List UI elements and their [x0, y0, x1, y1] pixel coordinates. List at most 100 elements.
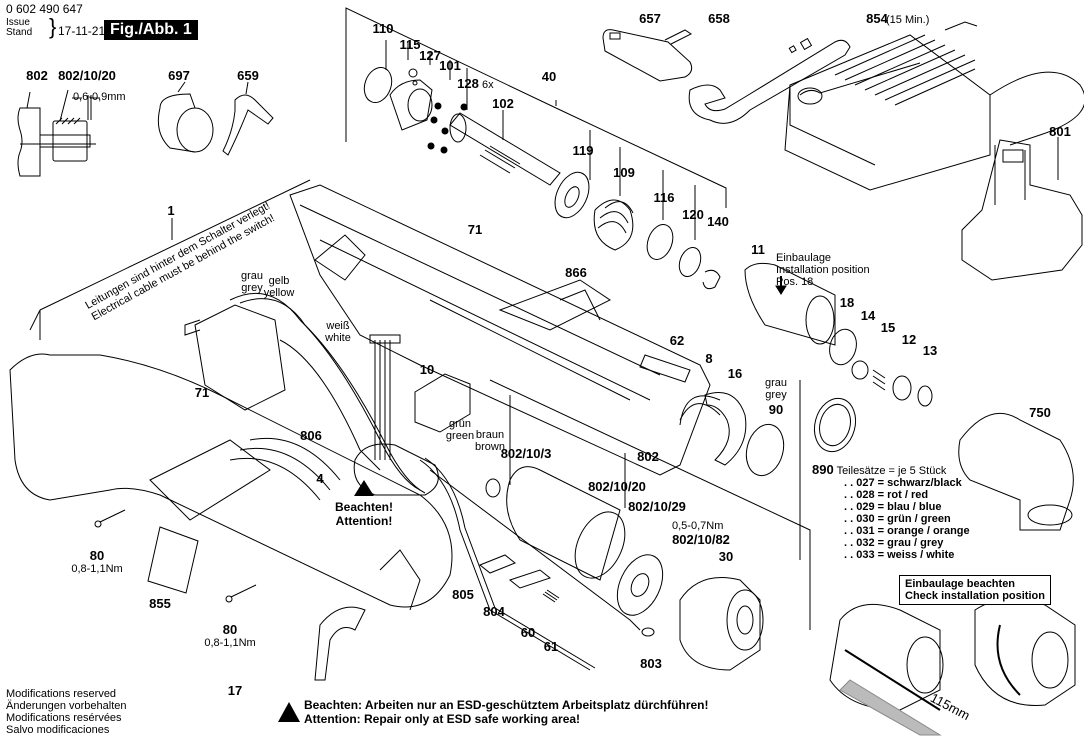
issue-date: 17-11-21 [58, 24, 106, 38]
install-note-de: Einbaulage [776, 252, 832, 264]
callout-10: 10 [419, 362, 435, 377]
kit-legend-header: 890 Teilesätze = je 5 Stück [812, 463, 970, 477]
spring-stack [554, 171, 721, 290]
callout-80-lower: 80 [222, 622, 238, 637]
wire-brown-en: brown [475, 441, 505, 453]
callout-802-10-20-motor: 802/10/20 [588, 479, 646, 494]
esd-warning: Beachten: Arbeiten nur an ESD-geschützte… [278, 698, 709, 726]
part-659-clip [222, 81, 274, 156]
part-750-elbow-cap [958, 412, 1074, 531]
callout-101: 101 [439, 58, 461, 73]
callout-115: 115 [399, 37, 421, 52]
callout-71-left: 71 [194, 385, 210, 400]
callout-80-upper: 80 [89, 548, 105, 563]
attention-en: Attention! [335, 514, 393, 528]
callout-750: 750 [1029, 405, 1051, 420]
callout-127: 127 [419, 48, 441, 63]
issue-label: Issue [6, 17, 30, 28]
kit-item: . . 033 = weiss / white [844, 549, 955, 561]
housing-half-866 [289, 184, 711, 476]
part-804-switch-block [479, 554, 516, 574]
wire-green-en: green [445, 430, 475, 442]
part-855-label [147, 526, 199, 594]
callout-102: 102 [492, 96, 514, 111]
kit-item: . . 030 = grün / green [844, 513, 951, 525]
callout-30: 30 [718, 549, 734, 564]
callout-802-10-20: 802/10/20 [58, 68, 116, 83]
kit-item: . . 027 = schwarz/black [844, 477, 962, 489]
callout-128: 128 [457, 76, 479, 91]
check-installation-en: Check installation position [905, 590, 1045, 602]
callout-802-10-29: 802/10/29 [628, 499, 686, 514]
callout-140: 140 [707, 214, 729, 229]
warning-triangle-icon [278, 702, 300, 722]
motor [485, 466, 664, 616]
callout-16: 16 [727, 366, 743, 381]
callout-1: 1 [167, 203, 175, 218]
gap-dimension: 0,6-0,9mm [73, 91, 126, 103]
part-854-charger [784, 21, 1084, 191]
modifications-line: Salvo modificaciones [6, 724, 110, 736]
attention-note: Beachten! Attention! [335, 480, 393, 528]
wire-grey-label: grau grey [241, 270, 263, 294]
modifications-notice: Modifications reserved Änderungen vorbeh… [6, 688, 126, 736]
callout-854: 854 [866, 11, 888, 26]
esd-warning-de: Beachten: Arbeiten nur an ESD-geschützte… [304, 698, 709, 712]
kit-item: . . 032 = grau / grey [844, 537, 944, 549]
wire-brown-label: braun brown [475, 429, 505, 453]
callout-802-10-82: 802/10/82 [672, 532, 730, 547]
modifications-line: Modifications reserved [6, 688, 117, 700]
install-note-en: Installation position [776, 264, 870, 276]
esd-warning-en: Attention: Repair only at ESD safe worki… [304, 712, 581, 726]
wire-yellow-label: gelb yellow [264, 275, 295, 299]
torque-80-upper: 0,8-1,1Nm [71, 563, 123, 575]
callout-60: 60 [520, 625, 536, 640]
wire-grey-de: grau [240, 270, 264, 282]
part-801-battery [961, 137, 1083, 281]
wire-green-label: grün green [446, 418, 474, 442]
part-697-cap [157, 81, 214, 153]
tool-housing-1 [9, 353, 453, 611]
callout-855: 855 [149, 596, 171, 611]
wire-yellow-en: yellow [263, 287, 295, 299]
callout-801: 801 [1049, 124, 1071, 139]
callout-71-top: 71 [467, 222, 483, 237]
callout-802: 802 [26, 68, 48, 83]
callout-866: 866 [565, 265, 587, 280]
callout-14: 14 [860, 308, 876, 323]
callout-18: 18 [839, 295, 855, 310]
callout-12: 12 [901, 332, 917, 347]
part-number: 0 602 490 647 [6, 2, 83, 16]
part-10-bracket [414, 373, 471, 433]
callout-128-qty: 6x [482, 79, 494, 91]
figure-label: Fig./Abb. 1 [104, 20, 198, 40]
callout-659: 659 [237, 68, 259, 83]
wire-white-de: weiß [326, 320, 350, 332]
rings [679, 392, 857, 477]
callout-658: 658 [708, 11, 730, 26]
callout-697: 697 [168, 68, 190, 83]
torque-802-10-82: 0,5-0,7Nm [672, 520, 724, 532]
callout-4: 4 [316, 471, 324, 486]
callout-802-10-3: 802/10/3 [500, 446, 552, 461]
callout-110: 110 [372, 21, 394, 36]
installation-position-note: Einbaulage Installation position Pos. 18 [776, 252, 870, 288]
kit-item: . . 028 = rot / red [844, 489, 929, 501]
callout-90: 90 [768, 402, 784, 417]
callout-806: 806 [300, 428, 322, 443]
callout-805: 805 [452, 587, 474, 602]
brace-glyph: } [49, 14, 57, 39]
callout-17: 17 [227, 683, 243, 698]
ring-90-color-de: grau [764, 377, 788, 389]
chuck-assembly [363, 67, 561, 186]
part-17-half-ring [314, 606, 366, 681]
wire-yellow-de: gelb [268, 275, 290, 287]
callout-11: 11 [751, 242, 765, 257]
kit-legend: 890 Teilesätze = je 5 Stück . . 027 = sc… [812, 463, 970, 561]
pinion-gap-detail [17, 89, 100, 177]
switch-and-wiring [184, 292, 641, 671]
callout-116: 116 [653, 190, 675, 205]
modifications-line: Änderungen vorbehalten [6, 700, 127, 712]
wire-brown-de: braun [475, 429, 505, 441]
stand-label: Stand [6, 27, 33, 38]
